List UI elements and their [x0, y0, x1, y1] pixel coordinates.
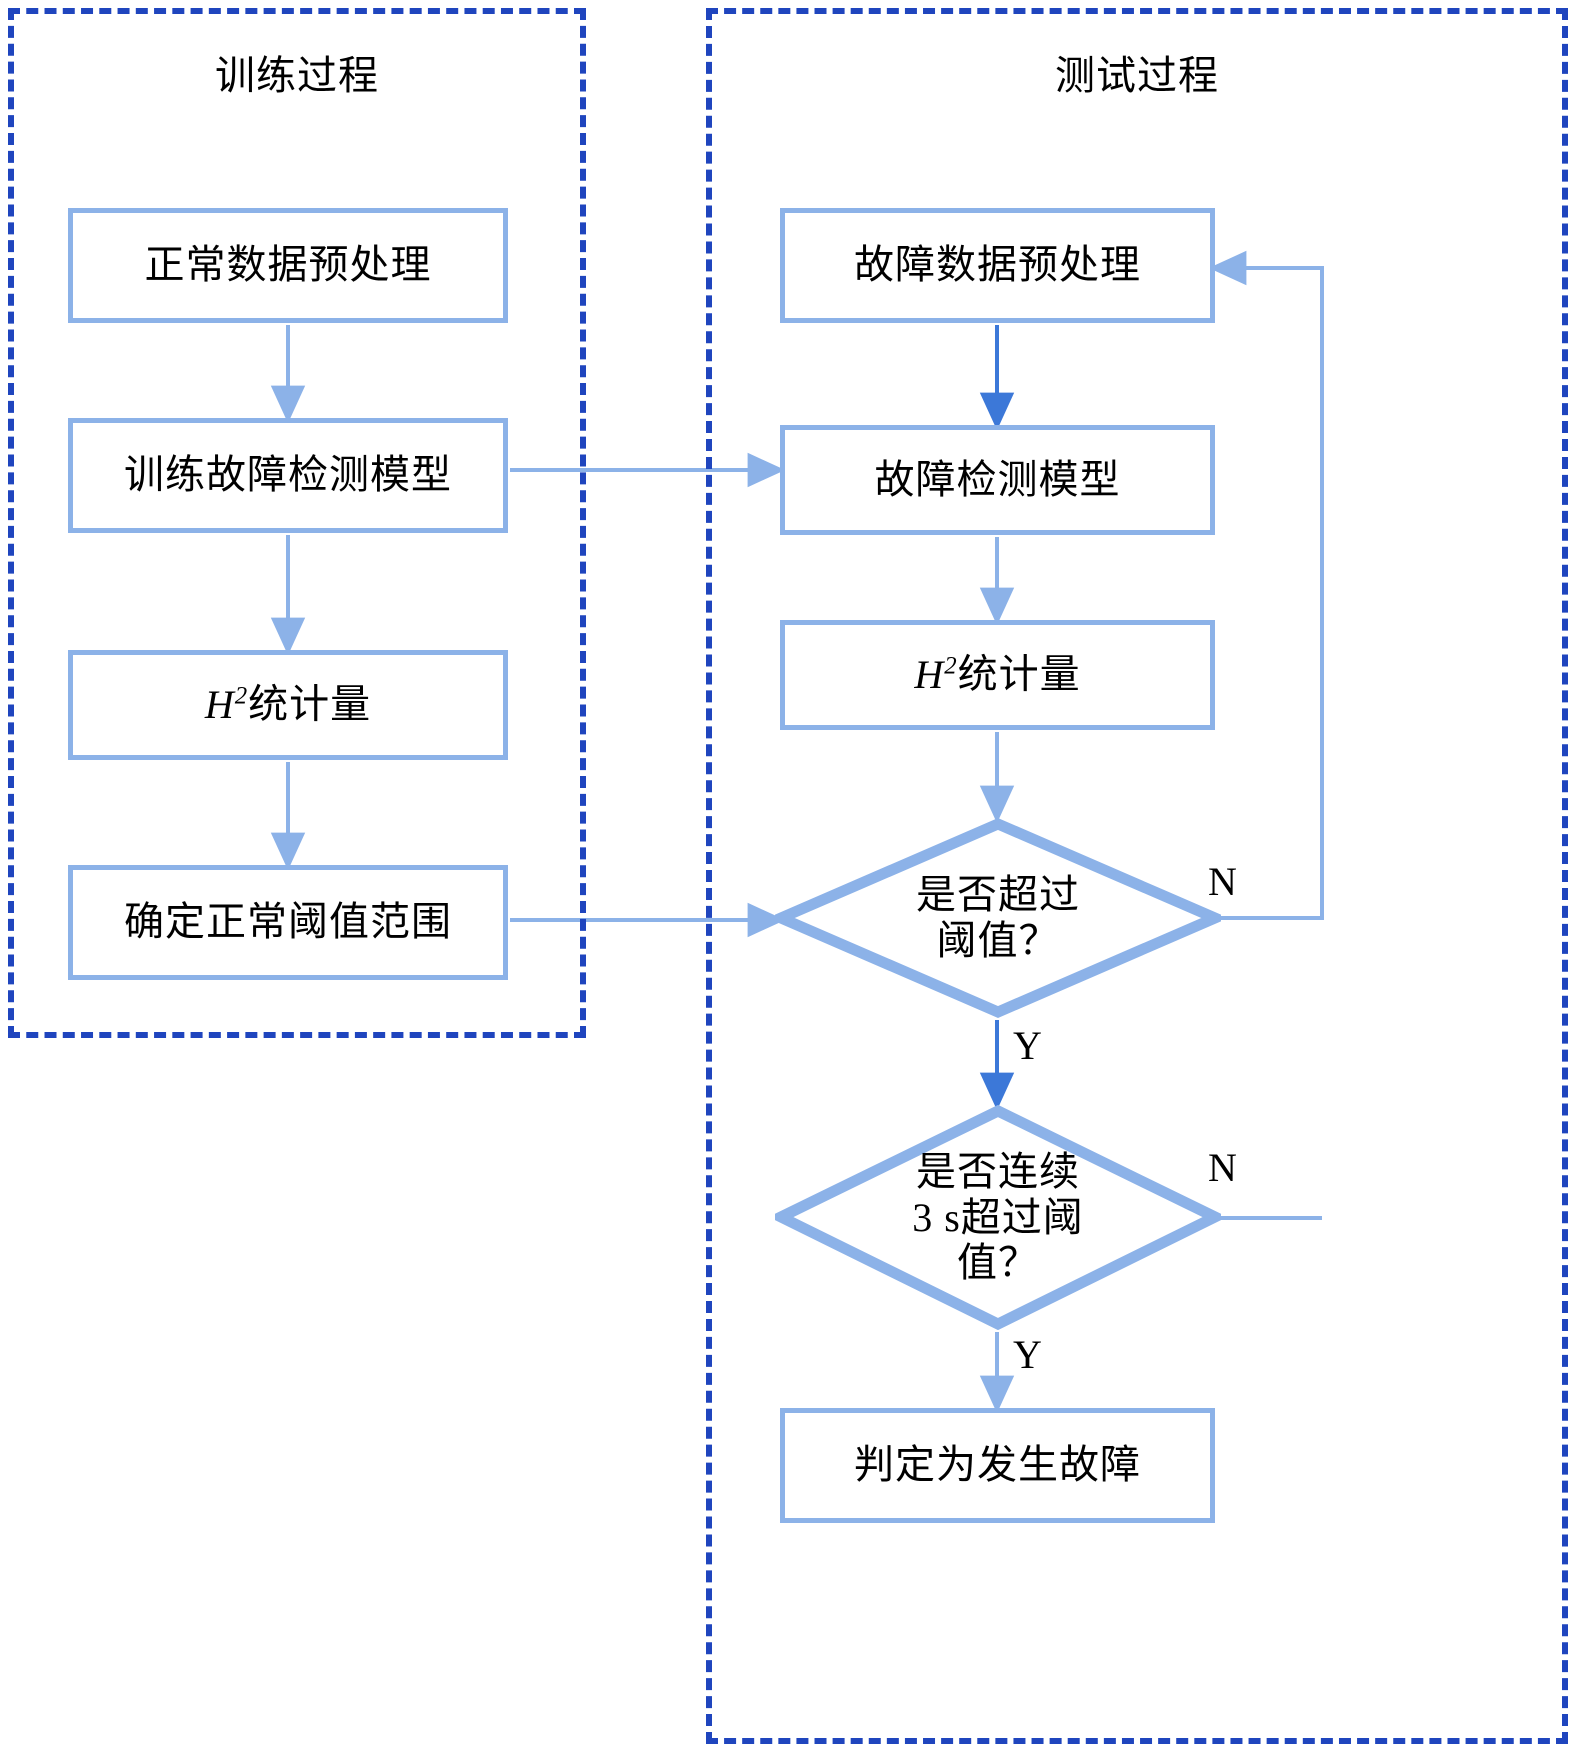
math-superscript: 2: [944, 652, 958, 680]
math-tail: 统计量: [248, 681, 372, 727]
decision-line: 值？: [956, 1240, 1039, 1286]
panel-training-process: [8, 8, 586, 1038]
node-label: 故障数据预处理: [854, 242, 1141, 288]
decision-line: 是否连续: [915, 1149, 1080, 1195]
node-label: H2统计量: [914, 652, 1080, 697]
node-fault-data-preprocessing[interactable]: 故障数据预处理: [780, 208, 1215, 323]
decision-label: 是否超过 阈值？: [775, 818, 1221, 1018]
decision-exceeds-threshold[interactable]: 是否超过 阈值？: [775, 818, 1221, 1018]
node-h2-statistic-train[interactable]: H2统计量: [68, 650, 508, 760]
decision-line: 是否超过: [916, 872, 1080, 918]
decision-line: 3 s超过阈: [912, 1194, 1084, 1240]
node-label: H2统计量: [205, 682, 371, 727]
branch-label-decision2-yes: Y: [1013, 1332, 1042, 1377]
branch-label-decision1-no: N: [1208, 859, 1237, 904]
node-label: 训练故障检测模型: [124, 452, 452, 498]
node-fault-determined[interactable]: 判定为发生故障: [780, 1408, 1215, 1523]
diamond-shape: [775, 1105, 1221, 1330]
node-normal-data-preprocessing[interactable]: 正常数据预处理: [68, 208, 508, 323]
decision-line: 阈值？: [936, 918, 1060, 963]
panel-training-title: 训练过程: [215, 53, 379, 98]
node-label: 故障检测模型: [874, 456, 1121, 502]
node-h2-statistic-test[interactable]: H2统计量: [780, 620, 1215, 730]
node-label: 正常数据预处理: [144, 242, 432, 288]
node-determine-normal-threshold-range[interactable]: 确定正常阈值范围: [68, 865, 508, 980]
node-fault-detection-model[interactable]: 故障检测模型: [780, 425, 1215, 535]
branch-label-decision1-yes: Y: [1013, 1023, 1042, 1068]
branch-label-decision2-no: N: [1208, 1145, 1237, 1190]
node-label: 确定正常阈值范围: [124, 899, 452, 945]
panel-testing-title: 测试过程: [1055, 53, 1219, 98]
panel-testing-process: [706, 8, 1568, 1744]
decision-exceeds-threshold-3s[interactable]: 是否连续 3 s超过阈 值？: [775, 1105, 1221, 1330]
math-base: H: [204, 681, 235, 727]
math-base: H: [914, 651, 945, 697]
node-label: 判定为发生故障: [854, 1442, 1141, 1488]
node-train-fault-detection-model[interactable]: 训练故障检测模型: [68, 418, 508, 533]
math-superscript: 2: [234, 682, 249, 710]
decision-label: 是否连续 3 s超过阈 值？: [775, 1105, 1221, 1330]
diamond-shape: [775, 818, 1221, 1018]
math-tail: 统计量: [957, 651, 1081, 697]
